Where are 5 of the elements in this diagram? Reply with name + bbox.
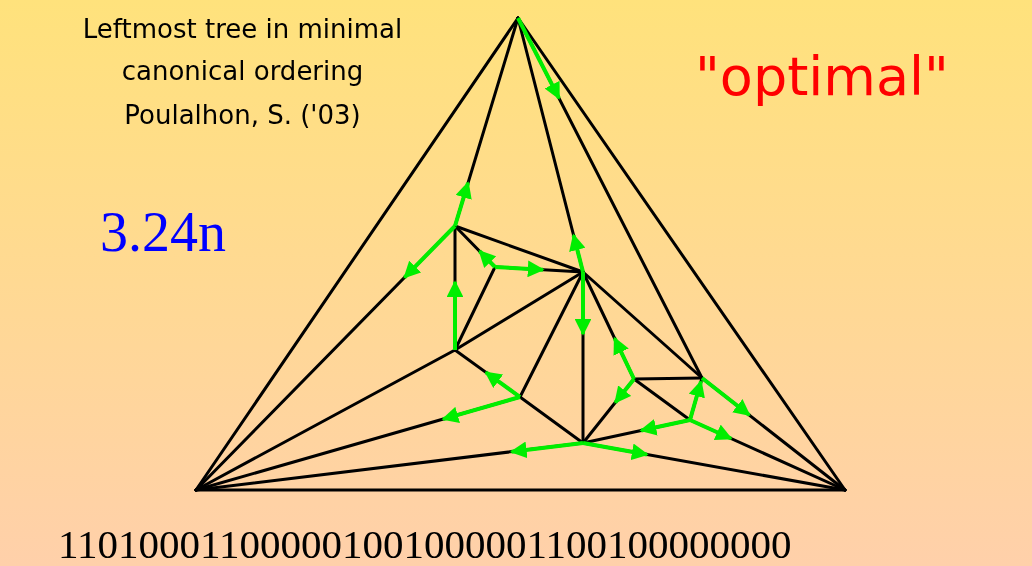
bit-count-formula: 3.24n xyxy=(100,200,227,264)
citation-text: Poulalhon, S. ('03) xyxy=(123,100,362,130)
bit-string: 110100011000001001000001100100000000 xyxy=(58,520,793,566)
caption-text: Leftmost tree in minimal canonical ordering xyxy=(81,13,404,88)
rating-text: "optimal" xyxy=(695,45,950,108)
